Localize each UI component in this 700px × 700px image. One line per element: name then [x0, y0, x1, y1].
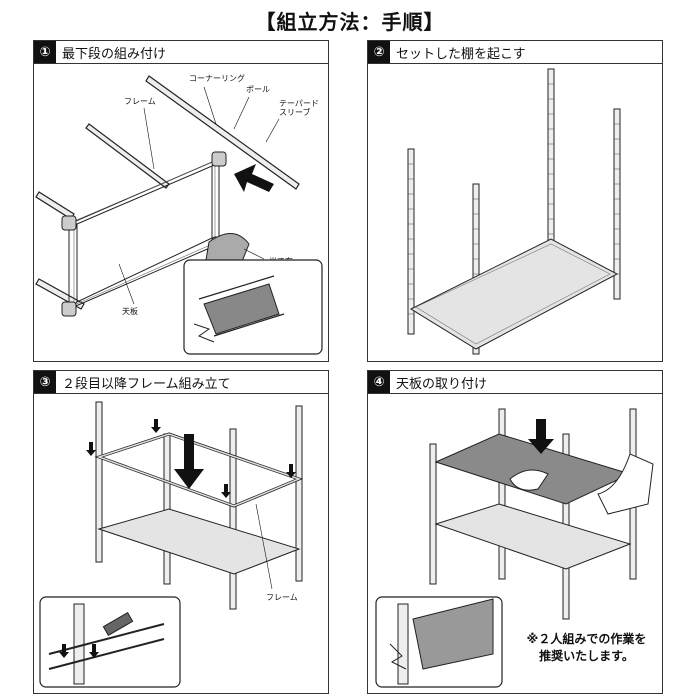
page-title: 【組立方法：手順】: [255, 10, 445, 34]
step-2-illustration: [407, 68, 621, 355]
step-2-header: ② セットした棚を起こす: [368, 41, 662, 64]
two-person-note: ※２人組みでの作業を 推奨いたします。: [514, 631, 659, 665]
step-2-number: ②: [368, 41, 390, 63]
step-4-panel: ④ 天板の取り付け ※２人組みでの作業を 推奨いたします。: [367, 370, 663, 694]
step-3-panel: ③ ２段目以降フレーム組み立て フレーム: [33, 370, 329, 694]
label-pole: ポール: [246, 85, 270, 94]
step-4-header: ④ 天板の取り付け: [368, 371, 662, 394]
note-line-1: ※２人組みでの作業を: [526, 632, 647, 646]
step-1-number: ①: [34, 41, 56, 63]
label-frame-step3: フレーム: [266, 593, 298, 602]
step-3-illustration: フレーム: [39, 401, 304, 688]
step-2-panel: ② セットした棚を起こす: [367, 40, 663, 362]
step-1-header: ① 最下段の組み付け: [34, 41, 328, 64]
step-3-label: ２段目以降フレーム組み立て: [62, 376, 231, 392]
step-4-number: ④: [368, 371, 390, 393]
note-line-2: 推奨いたします。: [539, 649, 634, 663]
step-2-label: セットした棚を起こす: [396, 46, 526, 62]
label-frame: フレーム: [124, 97, 156, 106]
step-3-header: ③ ２段目以降フレーム組み立て: [34, 371, 328, 394]
step-1-panel: ① 最下段の組み付け: [33, 40, 329, 362]
step-1-label: 最下段の組み付け: [62, 46, 167, 62]
label-tapered-1: テーパード: [279, 99, 319, 108]
step-4-illustration: [375, 408, 654, 688]
step-1-illustration: コーナーリング ポール フレーム テーパード スリーブ 当て布 天板: [35, 73, 323, 355]
label-tapered-2: スリーブ: [279, 107, 311, 117]
step-4-label: 天板の取り付け: [396, 376, 488, 392]
step-3-number: ③: [34, 371, 56, 393]
label-top-board: 天板: [122, 306, 138, 316]
label-corner-ring: コーナーリング: [189, 73, 245, 83]
